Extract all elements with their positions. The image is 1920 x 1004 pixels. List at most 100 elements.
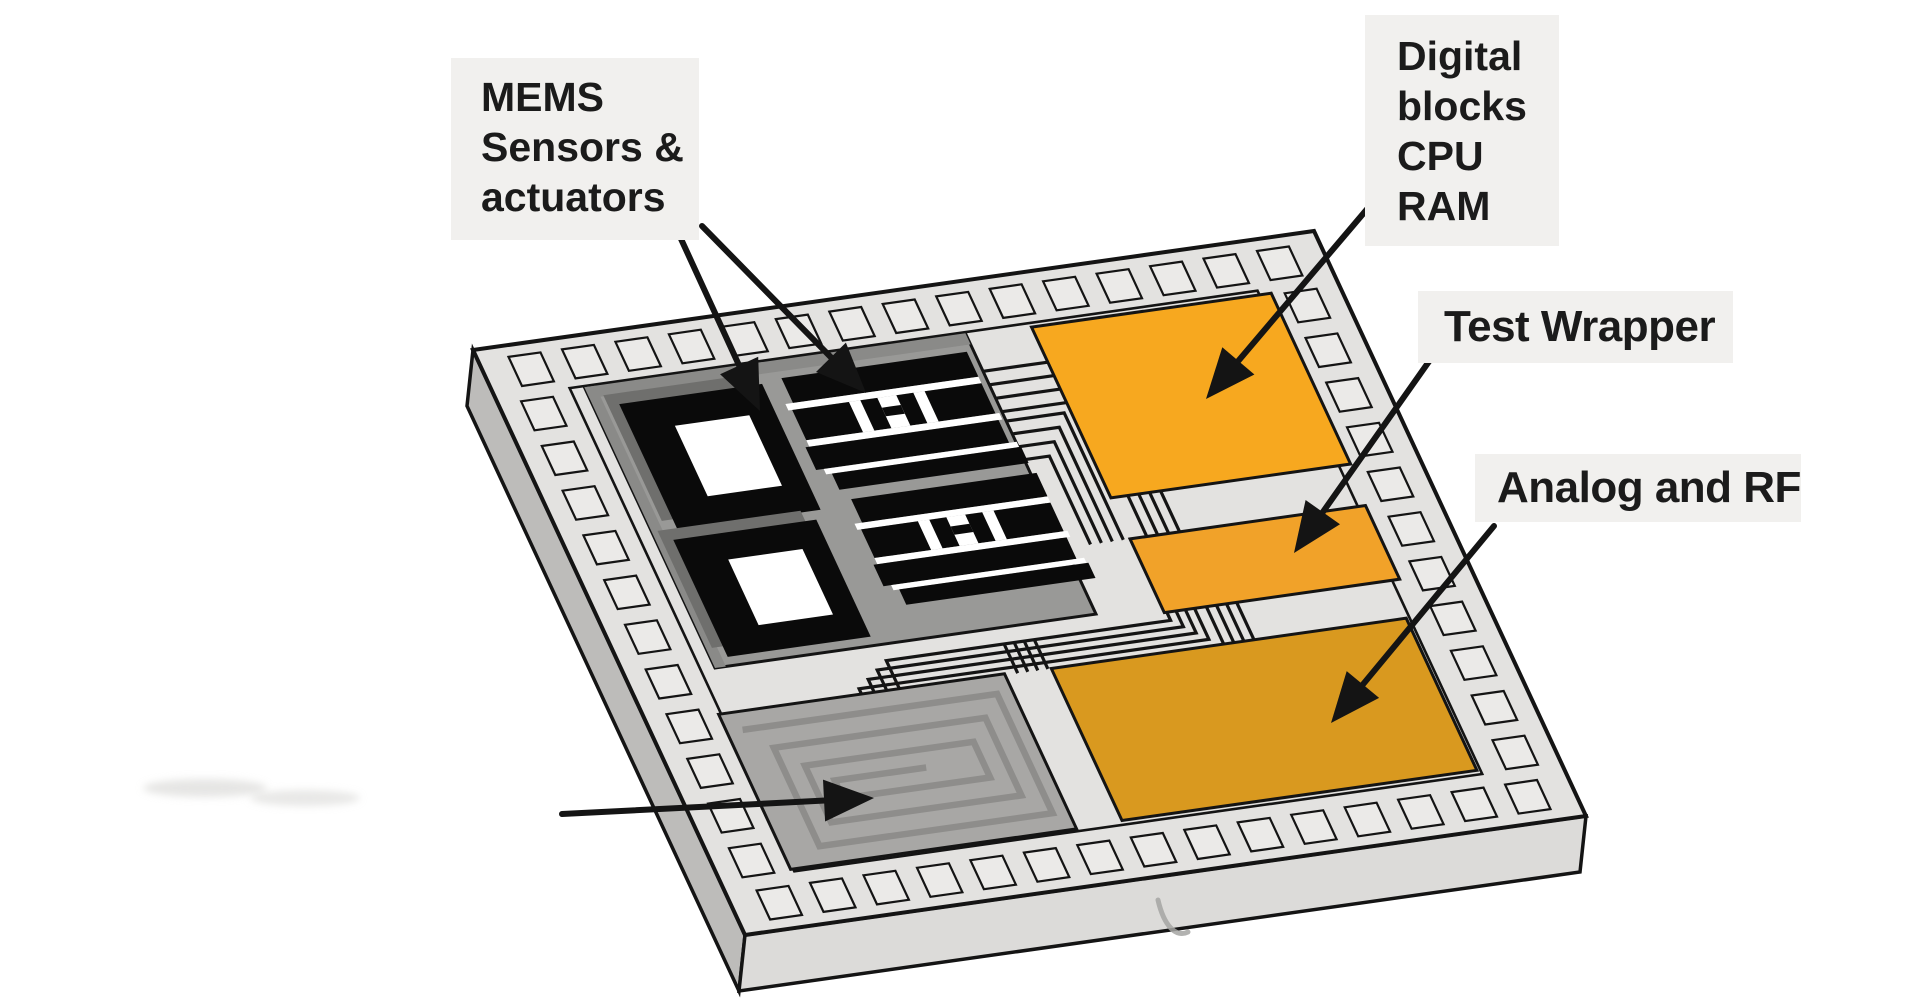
routing-trace <box>1001 401 1067 414</box>
bond-pad <box>881 298 930 335</box>
routing-trace <box>1204 605 1226 645</box>
analog-rf-block <box>1049 616 1480 823</box>
mems-comb-part <box>785 376 982 411</box>
routing-trace <box>1137 493 1160 536</box>
mems-comb-h <box>896 392 928 426</box>
smudge-mark <box>250 790 360 806</box>
mems-comb-part <box>823 441 1020 475</box>
bond-pad <box>1075 839 1125 876</box>
mems-sensor-window <box>728 549 833 626</box>
routing-trace <box>1225 603 1246 642</box>
bond-pad <box>1324 376 1374 413</box>
mems-comb-part <box>874 530 1071 565</box>
mems-region-shade <box>584 333 971 399</box>
routing-trace <box>982 360 1049 373</box>
bond-pad <box>581 529 631 566</box>
label-line: blocks <box>1397 83 1527 129</box>
bond-pad <box>664 708 714 745</box>
bond-pad <box>1490 734 1540 771</box>
label-line: actuators <box>481 174 666 220</box>
bond-pad <box>602 574 652 611</box>
bond-pad <box>1094 267 1144 304</box>
mems-comb-part <box>805 420 1010 470</box>
routing-trace <box>1032 639 1050 670</box>
routing-trace <box>1011 425 1114 543</box>
mems-comb-h <box>860 397 892 431</box>
bond-pad <box>1236 816 1285 853</box>
label-digital-blocks-cpu-ram: Digital blocks CPU RAM <box>1365 15 1559 246</box>
arrow-test-wrapper-head <box>1294 500 1340 553</box>
bond-pad <box>685 753 735 790</box>
bond-pad <box>988 283 1037 320</box>
bond-pad <box>1503 778 1553 815</box>
bond-pad <box>1303 332 1353 369</box>
arrow-analog-rf-line <box>1343 523 1497 707</box>
bond-pad <box>861 869 911 906</box>
bond-pad <box>968 854 1018 891</box>
bond-pad <box>1343 801 1392 838</box>
bond-pad <box>1470 689 1519 726</box>
bond-pad <box>623 619 673 656</box>
die-boundary <box>567 289 1485 873</box>
mems-comb-h <box>881 405 905 417</box>
mems-comb-part <box>851 472 1048 523</box>
bond-pad <box>506 351 556 388</box>
bond-pad <box>1041 275 1091 312</box>
front-face-scratch <box>1155 897 1191 936</box>
test-wrapper-block <box>1127 503 1402 615</box>
bond-pad <box>1396 793 1446 830</box>
arrow-digital-blocks-head <box>1206 347 1255 399</box>
bond-pad <box>560 343 610 380</box>
bond-pad <box>1428 600 1478 637</box>
arrow-test-wrapper-line <box>1305 357 1433 536</box>
mems-comb-part <box>899 562 1096 605</box>
mems-comb-h <box>965 512 996 544</box>
mems-sensor-window <box>674 415 782 497</box>
bond-pad <box>613 336 663 373</box>
routing-trace <box>874 610 1186 692</box>
bond-pad <box>1148 260 1198 297</box>
mems-comb-h <box>950 523 974 535</box>
routing-trace <box>989 374 1055 387</box>
mems-comb-part <box>924 383 996 422</box>
label-line: RAM <box>1397 183 1491 229</box>
bond-pad <box>1022 846 1071 883</box>
bond-pad <box>1407 555 1457 592</box>
bond-pad <box>934 290 984 327</box>
routing-trace <box>1214 604 1236 644</box>
mems-comb-part <box>873 537 1077 587</box>
routing-trace <box>1005 411 1125 541</box>
arrow-analog-rf-head <box>1331 671 1380 723</box>
arrow-inductor-line <box>559 796 853 817</box>
label-analog-and-rf: Analog and RF <box>1475 454 1801 522</box>
label-test-wrapper: Test Wrapper <box>1418 291 1733 363</box>
bond-pad <box>1386 510 1436 547</box>
mems-comb-part <box>806 413 1003 447</box>
bond-pad <box>1449 786 1499 823</box>
routing-trace <box>1159 490 1182 533</box>
spiral-inductor <box>742 690 1058 850</box>
smudge-mark <box>143 779 267 797</box>
arrow-inductor-head <box>823 779 874 822</box>
bond-pad <box>644 663 693 700</box>
bond-pad <box>754 884 804 921</box>
bond-pad <box>1129 831 1178 868</box>
routing-trace <box>995 387 1061 400</box>
arrow-mems-actuator-head <box>816 342 866 393</box>
digital-block <box>1029 291 1353 500</box>
bond-pad <box>560 484 610 521</box>
routing-trace <box>1012 641 1030 673</box>
bond-pad <box>1289 809 1339 846</box>
routing-trace <box>1002 643 1020 674</box>
routing-trace <box>1023 454 1092 546</box>
bond-pad <box>727 842 776 879</box>
mems-comb-part <box>993 502 1064 540</box>
routing-trace <box>1148 491 1171 535</box>
mems-comb-part <box>831 446 1029 490</box>
bond-pad <box>519 395 569 432</box>
label-line: MEMS <box>481 74 604 120</box>
routing-trace <box>1126 494 1149 538</box>
routing-trace <box>1235 601 1256 641</box>
